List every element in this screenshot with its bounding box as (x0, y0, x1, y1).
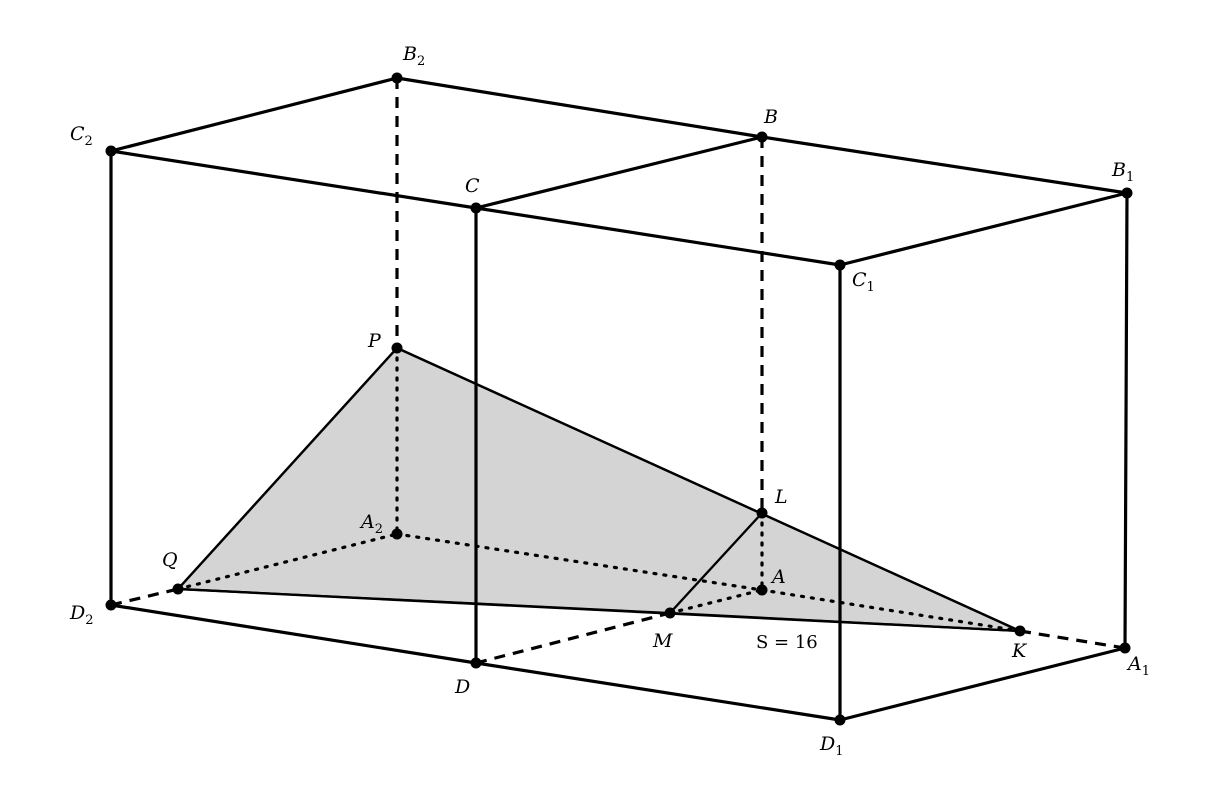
edge-C-B (474, 135, 764, 210)
point-C1 (834, 259, 846, 271)
edge-P-K (396, 346, 1021, 633)
point-C (470, 202, 482, 214)
point-P (391, 342, 403, 354)
label-D1: D1 (819, 733, 844, 759)
point-M (664, 607, 676, 619)
area-label: S = 16 (756, 632, 818, 653)
label-C2: C2 (70, 123, 93, 149)
edge-M-A-hidden (668, 588, 764, 615)
edge-B2-B (395, 76, 764, 139)
edge-B1-A1 (1123, 191, 1129, 650)
label-K: K (1011, 640, 1028, 662)
label-D2: D2 (69, 602, 94, 628)
label-Q: Q (162, 549, 178, 571)
section-polygon (175, 346, 1021, 633)
point-A2 (391, 528, 403, 540)
point-L (756, 507, 768, 519)
point-D (470, 657, 482, 669)
point-A (756, 584, 768, 596)
edge-B-B1 (760, 135, 1129, 195)
label-M: M (652, 630, 673, 652)
edge-A2-A-hidden (395, 532, 764, 592)
point-B2 (391, 72, 403, 84)
label-A2: A2 (359, 511, 383, 537)
label-D: D (454, 676, 470, 698)
label-A1: A1 (1126, 653, 1150, 679)
label-B1: B1 (1111, 159, 1134, 185)
edge-C2-B2 (109, 76, 399, 153)
point-C2 (105, 145, 117, 157)
point-D2 (105, 599, 117, 611)
edge-K-A1-hidden (1019, 629, 1126, 650)
point-Q (172, 583, 184, 595)
label-L: L (774, 486, 788, 508)
point-B (756, 131, 768, 143)
edge-D2-Q-hidden (110, 587, 179, 607)
edge-D2-D (109, 603, 478, 665)
label-P: P (367, 330, 382, 352)
label-B: B (763, 106, 778, 128)
point-D1 (834, 714, 846, 726)
point-B1 (1121, 187, 1133, 199)
edge-Q-K (177, 587, 1021, 633)
point-A1 (1119, 642, 1131, 654)
edge-D1-A1 (838, 646, 1127, 722)
point-K (1014, 625, 1026, 637)
edge-C-C1 (474, 206, 842, 267)
edge-Q-A2-hidden (176, 532, 399, 591)
edge-L-M (669, 512, 763, 614)
edge-C1-B1 (838, 191, 1129, 267)
edge-D-D1 (474, 661, 842, 722)
edge-P-Q (177, 347, 398, 590)
label-C: C (465, 175, 480, 197)
label-A: A (770, 566, 786, 588)
label-B2: B2 (402, 43, 425, 69)
edge-D-M-hidden (475, 611, 671, 665)
edge-A-K-hidden (760, 588, 1022, 633)
edge-C2-C (109, 149, 478, 210)
label-C1: C1 (852, 269, 875, 295)
